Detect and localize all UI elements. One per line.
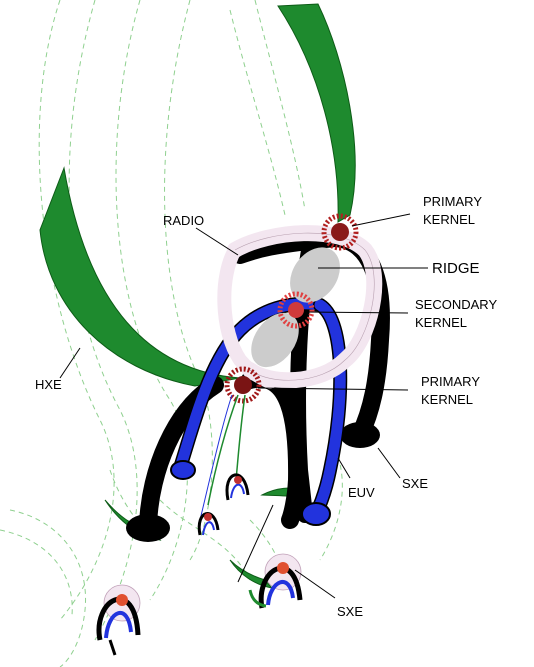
primary-kernel-bottom xyxy=(224,366,262,404)
labels: PRIMARY KERNEL RIDGE SECONDARY KERNEL PR… xyxy=(35,194,497,619)
euv-footpoint xyxy=(301,502,331,526)
mini-loop-system xyxy=(225,473,250,501)
label-primary-kernel-top-line1: PRIMARY xyxy=(423,194,482,209)
label-sxe-right: SXE xyxy=(402,476,428,491)
euv-footpoint xyxy=(170,460,196,480)
label-secondary-kernel-line2: KERNEL xyxy=(415,315,467,330)
primary-kernel-top-core xyxy=(331,223,349,241)
label-pointers xyxy=(59,213,428,599)
mini-loops xyxy=(96,473,303,656)
ridge xyxy=(251,247,340,368)
label-primary-kernel-bottom-line2: KERNEL xyxy=(421,392,473,407)
label-primary-kernel-top-line2: KERNEL xyxy=(423,212,475,227)
secondary-kernel-core xyxy=(288,302,304,318)
mini-loop-system xyxy=(96,584,141,656)
secondary-kernel xyxy=(277,291,315,329)
loop-footpoint xyxy=(340,422,380,448)
primary-kernel-top xyxy=(321,213,359,251)
kernels xyxy=(224,213,359,404)
label-euv: EUV xyxy=(348,485,375,500)
euv-loops xyxy=(170,296,348,526)
thin-loops xyxy=(199,394,246,521)
label-radio: RADIO xyxy=(163,213,204,228)
mini-loop-system xyxy=(197,512,220,536)
label-primary-kernel-bottom-line1: PRIMARY xyxy=(421,374,480,389)
label-secondary-kernel-line1: SECONDARY xyxy=(415,297,497,312)
label-ridge: RIDGE xyxy=(432,260,480,277)
mini-loop-system xyxy=(248,553,303,609)
label-hxe: HXE xyxy=(35,377,62,392)
primary-kernel-bottom-core xyxy=(234,376,252,394)
loop-footpoint xyxy=(126,514,170,542)
label-sxe-bottom: SXE xyxy=(337,604,363,619)
